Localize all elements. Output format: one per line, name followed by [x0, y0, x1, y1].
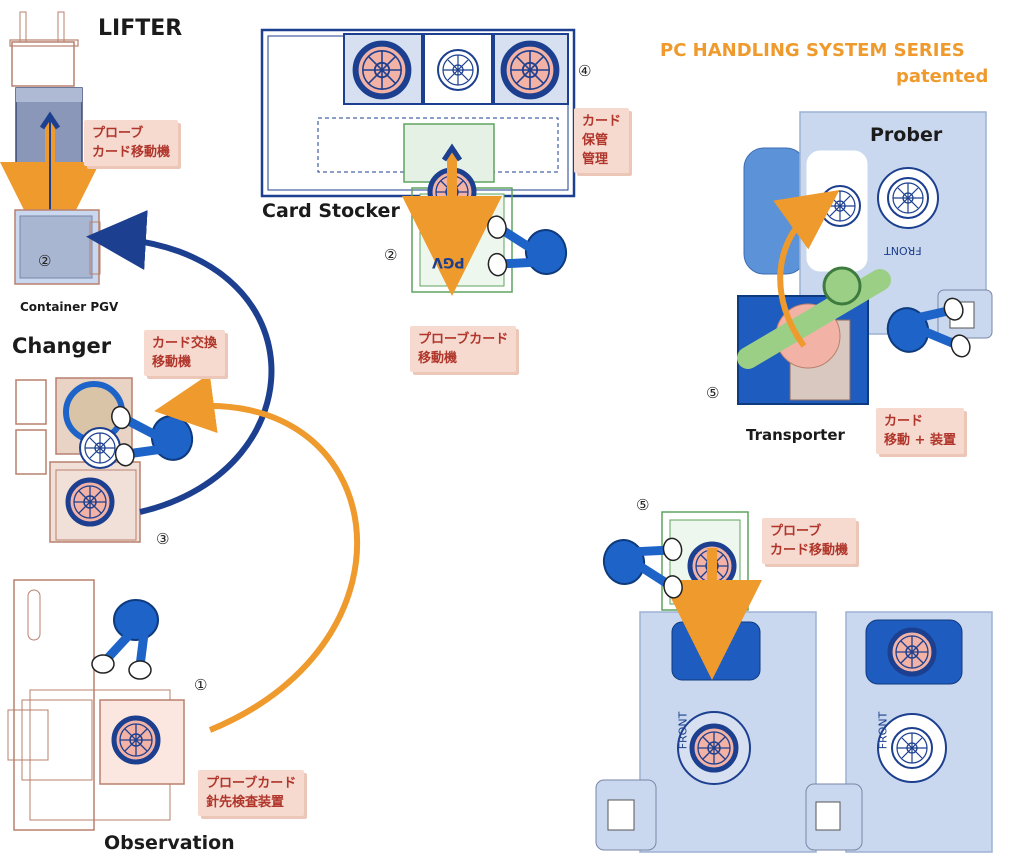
front-label-left: FRONT: [676, 711, 690, 750]
changer-unit: [15, 377, 197, 543]
prober-label: Prober: [870, 124, 943, 146]
tag-line: 移動機: [418, 351, 458, 366]
tag-stocker-mover: プローブカード 移動機: [410, 326, 517, 372]
title-line2: patented: [896, 66, 989, 87]
tag-card-move-mount: カード 移動 + 装置: [876, 408, 964, 454]
observation-label: Observation: [104, 832, 235, 854]
lifter-unit: [0, 11, 100, 262]
card-stocker-label: Card Stocker: [262, 200, 400, 222]
tag-needle-inspection: プローブカード 針先検査装置: [198, 770, 305, 816]
lifter-label: LIFTER: [98, 16, 183, 41]
pgv-label: PGV: [432, 254, 465, 270]
container-pgv-label: Container PGV: [20, 300, 119, 314]
tag-line: 管理: [582, 152, 609, 167]
tag-bottom-mover: プローブ カード移動機: [762, 518, 857, 564]
front-label-top: FRONT: [884, 244, 922, 257]
tag-card-storage: カード 保管 管理: [574, 108, 630, 173]
step-1: ①: [194, 676, 208, 694]
tag-line: カード: [582, 114, 622, 129]
prober-unit: [737, 111, 993, 405]
tag-line: 保管: [582, 133, 609, 148]
observation-unit: [7, 579, 185, 831]
tag-line: カード移動機: [770, 543, 849, 558]
tag-line: プローブカード: [206, 776, 297, 791]
card-stocker-unit: [260, 28, 576, 296]
tag-line: 針先検査装置: [206, 795, 285, 810]
tag-line: 移動機: [152, 355, 192, 370]
tag-line: 移動 + 装置: [884, 433, 956, 448]
flow-arrow-changer-to-container: [86, 210, 275, 515]
step-4: ④: [578, 62, 592, 80]
transporter-label: Transporter: [746, 426, 845, 444]
title-line1: PC HANDLING SYSTEM SERIES: [660, 40, 965, 61]
tag-lifter-mover: プローブ カード移動機: [84, 120, 179, 166]
tag-line: プローブ: [770, 524, 822, 539]
tag-line: プローブカード: [418, 332, 509, 347]
tag-line: カード交換: [152, 336, 218, 351]
container-pgv: [14, 209, 101, 285]
step-3: ③: [156, 530, 170, 548]
bottom-prober-right: [805, 611, 993, 853]
tag-line: カード移動機: [92, 145, 171, 160]
changer-label: Changer: [12, 334, 112, 358]
step-2-container: ②: [38, 252, 52, 270]
step-2-stocker: ②: [384, 246, 398, 264]
flow-arrow-observation-to-changer: [154, 373, 360, 733]
tag-line: プローブ: [92, 126, 144, 141]
step-5-transporter: ⑤: [706, 384, 720, 402]
bottom-prober-left: [595, 511, 817, 853]
step-5-bottom: ⑤: [636, 496, 650, 514]
tag-card-exchange: カード交換 移動機: [144, 330, 226, 376]
front-label-right: FRONT: [876, 711, 890, 750]
tag-line: カード: [884, 414, 924, 429]
